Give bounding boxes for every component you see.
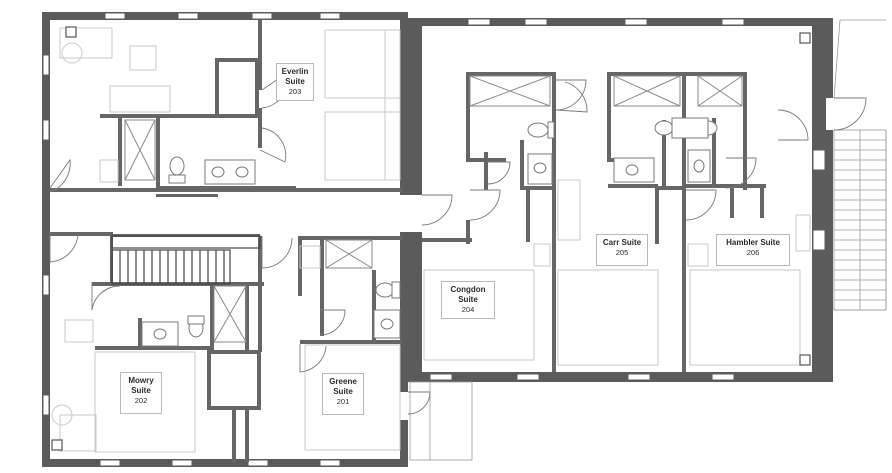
- room-name: Greene Suite: [329, 377, 357, 396]
- room-name: Everlin Suite: [281, 67, 309, 86]
- interior-walls: [50, 20, 766, 462]
- room-number: 201: [336, 397, 350, 406]
- bath-fixtures: [141, 117, 718, 347]
- room-number: 205: [615, 248, 629, 257]
- room-name: Congdon Suite: [450, 285, 486, 304]
- room-label-hambler-suite: Hambler Suite 206: [716, 234, 790, 266]
- room-label-everlin-suite: Everlin Suite 203: [276, 63, 314, 101]
- room-label-carr-suite: Carr Suite 205: [596, 234, 648, 266]
- room-number: 206: [746, 248, 760, 257]
- room-label-congdon-suite: Congdon Suite 204: [441, 281, 495, 319]
- room-label-greene-suite: Greene Suite 201: [322, 373, 364, 415]
- furniture: [51, 27, 811, 453]
- windows: [42, 12, 826, 467]
- room-number: 203: [288, 87, 302, 96]
- wall-markers: [51, 26, 811, 451]
- showers: [124, 75, 743, 343]
- exterior-landing: [409, 381, 473, 461]
- room-label-mowry-suite: Mowry Suite 202: [120, 372, 162, 414]
- room-name: Mowry Suite: [128, 376, 154, 395]
- room-number: 202: [134, 396, 148, 405]
- interior-stairs: [111, 235, 261, 285]
- room-name: Hambler Suite: [726, 238, 780, 247]
- room-name: Carr Suite: [602, 238, 642, 247]
- exterior-walls: [42, 12, 833, 467]
- room-number: 204: [461, 305, 475, 314]
- exterior-stairs: [833, 19, 887, 311]
